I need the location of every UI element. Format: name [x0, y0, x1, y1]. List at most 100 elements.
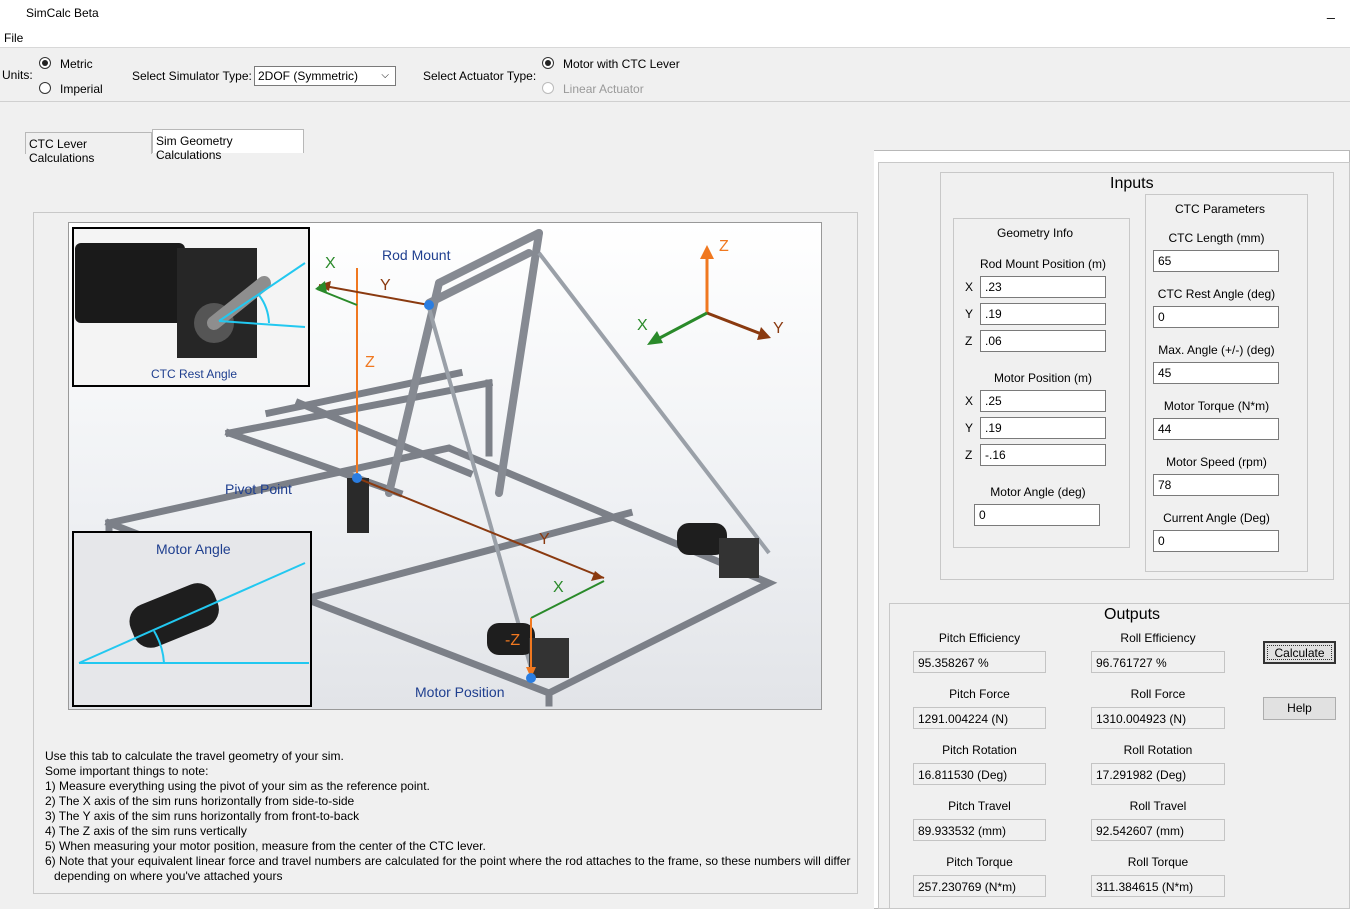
roll-torque-label: Roll Torque	[1127, 855, 1189, 869]
geometry-title: Geometry Info	[996, 226, 1074, 240]
roll-efficiency-label: Roll Efficiency	[1120, 631, 1196, 645]
linear-actuator-radio[interactable]	[542, 82, 554, 94]
rod-y-input[interactable]: .19	[980, 303, 1106, 325]
tab-sim-geometry[interactable]: Sim Geometry Calculations	[152, 129, 304, 162]
pitch-travel-output: 89.933532 (mm)	[913, 819, 1046, 841]
legend-z-label: Z	[719, 238, 729, 255]
motor-z-input[interactable]: -.16	[980, 444, 1106, 466]
ctc-rest-inset	[72, 227, 310, 387]
linear-actuator-label[interactable]: Linear Actuator	[563, 82, 644, 96]
front-motor	[487, 623, 535, 655]
menu-bar	[0, 28, 1350, 48]
imperial-label[interactable]: Imperial	[60, 82, 103, 96]
minimize-button[interactable]: _	[1327, 3, 1335, 19]
metric-label[interactable]: Metric	[60, 57, 93, 71]
note-line: depending on where you've attached yours	[54, 869, 283, 883]
sim-type-label: Select Simulator Type:	[132, 69, 252, 83]
roll-rotation-label: Roll Rotation	[1123, 743, 1193, 757]
ctc-rest-angle-label: CTC Rest Angle	[151, 367, 238, 381]
axis-y2-label: Y	[539, 531, 550, 548]
rod-x-label: X	[965, 280, 974, 294]
note-line: 1) Measure everything using the pivot of…	[45, 779, 430, 793]
motor-angle-input[interactable]: 0	[974, 504, 1100, 526]
ctc-length-label: CTC Length (mm)	[1168, 231, 1265, 245]
imperial-radio[interactable]	[39, 82, 51, 94]
metric-radio[interactable]	[39, 57, 51, 69]
sim-type-value: 2DOF (Symmetric)	[258, 69, 358, 83]
note-line: 2) The X axis of the sim runs horizontal…	[45, 794, 355, 808]
ctc-rest-angle-input-label: CTC Rest Angle (deg)	[1157, 287, 1276, 301]
motor-y-input[interactable]: .19	[980, 417, 1106, 439]
sim-frame-drawing	[72, 227, 778, 707]
ctc-parameters-group	[1145, 194, 1308, 572]
outputs-group	[889, 603, 1350, 909]
roll-travel-label: Roll Travel	[1129, 799, 1187, 813]
pivot-point-marker	[352, 473, 362, 483]
motor-torque-input[interactable]: 44	[1153, 418, 1279, 440]
motor-ctc-radio[interactable]	[542, 57, 554, 69]
inputs-title: Inputs	[1110, 175, 1154, 192]
rod-y-label: Y	[965, 307, 974, 321]
motor-angle-input-label: Motor Angle (deg)	[990, 485, 1086, 499]
motor-angle-inset	[72, 531, 312, 707]
current-angle-input[interactable]: 0	[1153, 530, 1279, 552]
note-line: Some important things to note:	[45, 764, 209, 778]
menu-file[interactable]: File	[4, 31, 24, 45]
toolbar-divider	[0, 101, 1350, 102]
roll-efficiency-output: 96.761727 %	[1091, 651, 1225, 673]
axis-z-label: Z	[365, 354, 375, 371]
note-line: 3) The Y axis of the sim runs horizontal…	[45, 809, 360, 823]
pitch-torque-label: Pitch Torque	[946, 855, 1013, 869]
units-label: Units:	[2, 68, 33, 82]
ctc-length-input[interactable]: 65	[1153, 250, 1279, 272]
axis-neg-z-label: -Z	[505, 632, 521, 649]
motor-angle-label: Motor Angle	[156, 541, 231, 557]
rod-mount-label: Rod Mount	[382, 247, 451, 263]
tab-ctc-lever[interactable]: CTC Lever Calculations	[25, 132, 152, 165]
note-line: 6) Note that your equivalent linear forc…	[45, 854, 851, 868]
motor-speed-label: Motor Speed (rpm)	[1166, 455, 1267, 469]
ctc-parameters-title: CTC Parameters	[1174, 202, 1266, 216]
motor-speed-input[interactable]: 78	[1153, 474, 1279, 496]
outputs-title: Outputs	[1104, 606, 1161, 623]
note-line: 5) When measuring your motor position, m…	[45, 839, 486, 853]
pitch-efficiency-label: Pitch Efficiency	[938, 631, 1021, 645]
roll-torque-output: 311.384615 (N*m)	[1091, 875, 1225, 897]
actuator-type-label: Select Actuator Type:	[423, 69, 537, 83]
sim-type-select[interactable]: 2DOF (Symmetric) ⌵	[254, 66, 396, 86]
max-angle-input[interactable]: 45	[1153, 362, 1279, 384]
calculate-button[interactable]: Calculate	[1263, 641, 1336, 664]
pitch-torque-output: 257.230769 (N*m)	[913, 875, 1046, 897]
help-button[interactable]: Help	[1263, 697, 1336, 720]
pitch-rotation-output: 16.811530 (Deg)	[913, 763, 1046, 785]
rod-z-label: Z	[965, 334, 973, 348]
sim-diagram-image: Rod Mount Pivot Point Motor Position CTC…	[68, 222, 822, 710]
pitch-efficiency-output: 95.358267 %	[913, 651, 1046, 673]
motor-z-label: Z	[965, 448, 973, 462]
pitch-force-label: Pitch Force	[949, 687, 1010, 701]
axis-y-label: Y	[380, 277, 391, 294]
rod-z-input[interactable]: .06	[980, 330, 1106, 352]
motor-position-input-label: Motor Position (m)	[993, 371, 1093, 385]
window-title: SimCalc Beta	[26, 6, 99, 20]
motor-x-label: X	[965, 394, 974, 408]
motor-x-input[interactable]: .25	[980, 390, 1106, 412]
axis-x-label: X	[325, 255, 336, 272]
motor-ctc-label[interactable]: Motor with CTC Lever	[563, 57, 680, 71]
motor-position-label: Motor Position	[415, 684, 505, 700]
pivot-column	[347, 478, 369, 533]
pitch-rotation-label: Pitch Rotation	[942, 743, 1017, 757]
rear-motor	[677, 523, 727, 555]
roll-force-output: 1310.004923 (N)	[1091, 707, 1225, 729]
motor-torque-label: Motor Torque (N*m)	[1163, 399, 1270, 413]
pivot-point-label: Pivot Point	[225, 481, 292, 497]
rod-mount-point	[424, 300, 434, 310]
max-angle-label: Max. Angle (+/-) (deg)	[1158, 343, 1275, 357]
rod-x-input[interactable]: .23	[980, 276, 1106, 298]
title-bar	[0, 0, 1350, 28]
roll-rotation-output: 17.291982 (Deg)	[1091, 763, 1225, 785]
rod-mount-position-label: Rod Mount Position (m)	[979, 257, 1107, 271]
pitch-travel-label: Pitch Travel	[948, 799, 1011, 813]
roll-force-label: Roll Force	[1130, 687, 1186, 701]
ctc-rest-angle-input[interactable]: 0	[1153, 306, 1279, 328]
